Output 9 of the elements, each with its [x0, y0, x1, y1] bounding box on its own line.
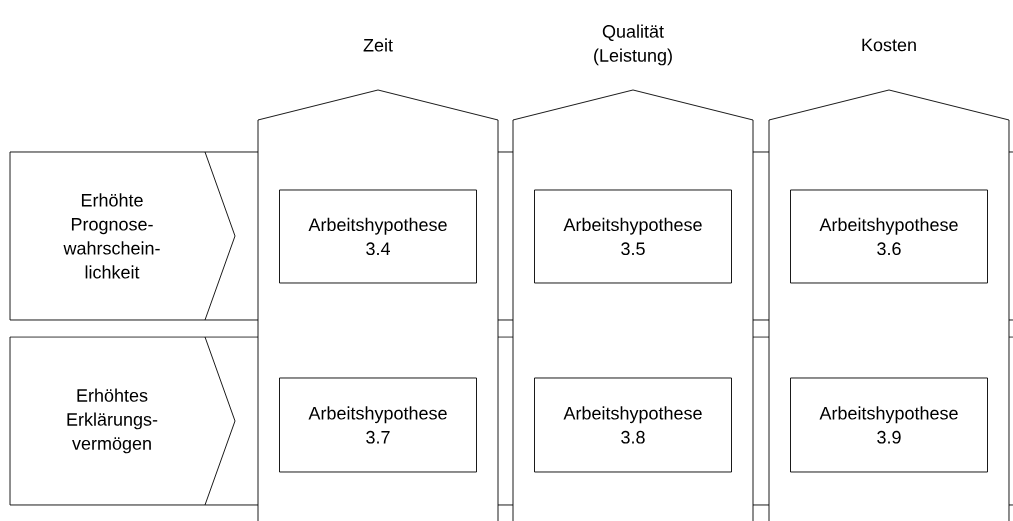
hypothesis-box: Arbeitshypothese 3.8	[534, 377, 732, 473]
node-label: Zeit	[363, 38, 393, 52]
node-label: Qualität (Leistung)	[594, 24, 672, 66]
hypothesis-box: Arbeitshypothese 3.6	[790, 189, 988, 284]
node-label: Kosten	[862, 38, 916, 52]
hypothesis-box: Arbeitshypothese 3.9	[790, 377, 988, 473]
hypothesis-box: Arbeitshypothese 3.4	[279, 189, 477, 284]
hypothesis-box: Arbeitshypothese 3.7	[279, 377, 477, 473]
hypothesis-box: Arbeitshypothese 3.5	[534, 189, 732, 284]
